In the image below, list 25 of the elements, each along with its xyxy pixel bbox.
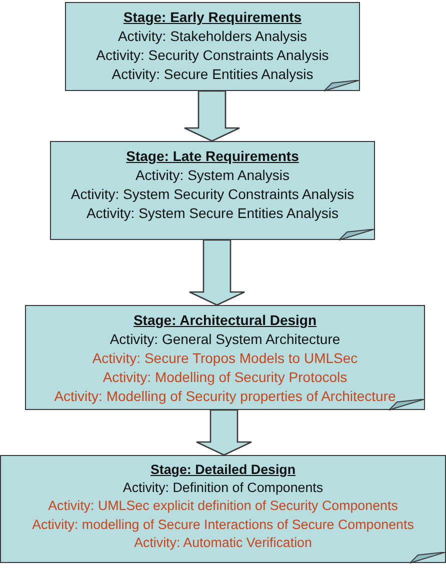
- stage-heading: Stage: Early Requirements: [123, 8, 302, 27]
- stage-heading: Stage: Detailed Design: [150, 461, 296, 479]
- activity-text: Activity: Secure Tropos Models to UMLSec: [92, 349, 358, 368]
- activity-text: Activity: modelling of Secure Interactions of Secure Components: [32, 516, 414, 534]
- activity-text: Activity: Definition of Components: [122, 479, 324, 498]
- block-arrow: [188, 239, 246, 306]
- stage-box: [25, 305, 425, 410]
- activity-text: Activity: System Secure Entities Analysis: [86, 204, 339, 224]
- stage-box: [65, 2, 360, 91]
- stage-heading: Stage: Late Requirements: [126, 147, 299, 166]
- activity-text: Activity: Modelling of Security properties of Architecture: [54, 387, 396, 406]
- block-arrow: [184, 90, 240, 142]
- activity-text: Activity: General System Architecture: [110, 330, 340, 350]
- activity-text: Activity: Secure Entities Analysis: [112, 65, 314, 84]
- block-arrow: [196, 409, 252, 456]
- activity-text: Activity: Security Constraints Analysis: [96, 46, 329, 66]
- activity-text: Activity: System Analysis: [135, 166, 290, 186]
- stage-heading: Stage: Architectural Design: [133, 311, 317, 330]
- activity-text: Activity: Stakeholders Analysis: [118, 27, 308, 46]
- activity-text: Activity: Automatic Verification: [134, 534, 312, 552]
- activity-text: Activity: System Security Constraints Analysis: [70, 185, 354, 204]
- activity-text: Activity: UMLSec explicit definition of Security Components: [48, 497, 398, 516]
- stage-box: [50, 141, 375, 240]
- stage-box: [0, 455, 446, 563]
- activity-text: Activity: Modelling of Security Protocols: [102, 368, 348, 388]
